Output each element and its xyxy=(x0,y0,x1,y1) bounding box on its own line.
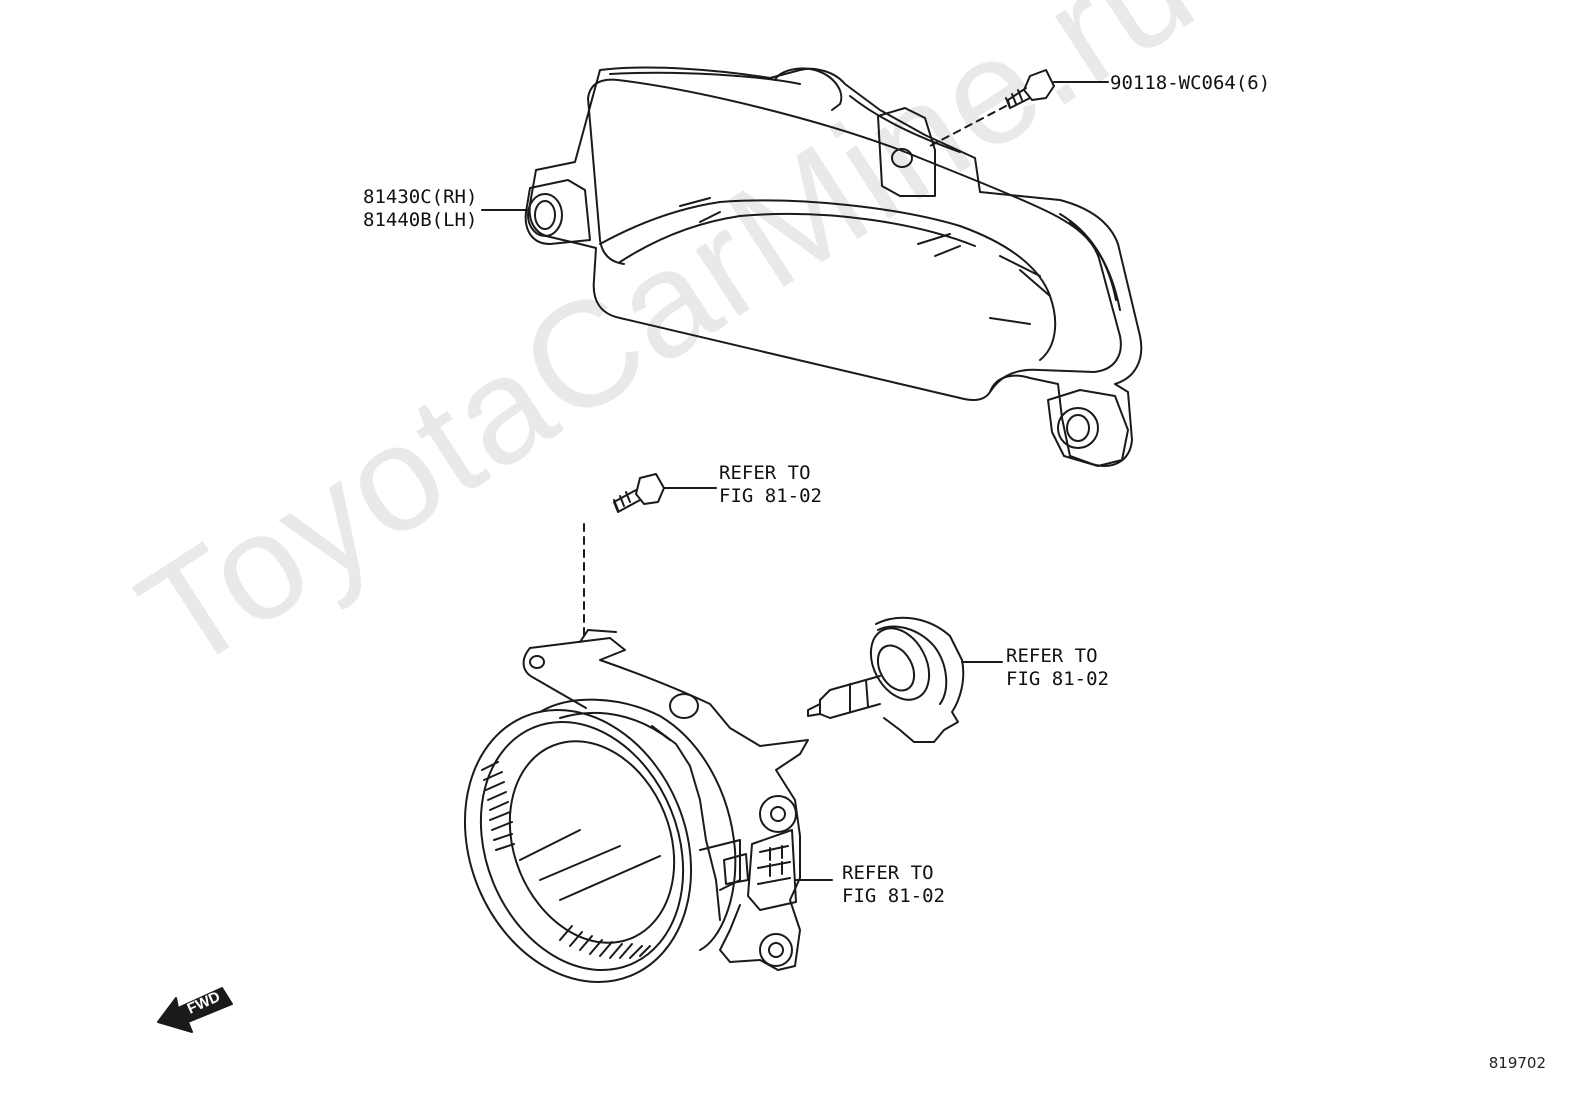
callout-connector-line2: FIG 81-02 xyxy=(842,885,945,907)
callout-housing-part-numbers: 81430C(RH) 81440B(LH) xyxy=(363,186,477,232)
halogen-bulb-part xyxy=(807,616,965,743)
bolt-upper-install-line xyxy=(929,105,1007,147)
callout-bolt-lower-line2: FIG 81-02 xyxy=(719,485,822,507)
callout-bulb: REFER TO FIG 81-02 xyxy=(1006,645,1109,691)
callout-bolt-lower-line1: REFER TO xyxy=(719,462,811,484)
callout-bolt-lower: REFER TO FIG 81-02 xyxy=(719,462,822,508)
callout-housing-rh: 81430C(RH) xyxy=(363,186,478,208)
callout-bolt-top: 90118-WC064(6) xyxy=(1110,72,1271,94)
callout-connector-line1: REFER TO xyxy=(842,862,934,884)
figure-number: 819702 xyxy=(1488,1054,1546,1072)
callout-bulb-line2: FIG 81-02 xyxy=(1006,668,1109,690)
bolt-upper-part xyxy=(1005,69,1055,109)
callout-housing-lh: 81440B(LH) xyxy=(363,209,478,231)
callout-connector: REFER TO FIG 81-02 xyxy=(842,862,945,908)
fwd-direction-arrow: FWD xyxy=(157,987,233,1033)
fog-lamp-assembly-part xyxy=(463,629,809,983)
fog-lamp-cover-part xyxy=(524,66,1143,467)
bolt-lower-part xyxy=(613,473,665,513)
callout-bulb-line1: REFER TO xyxy=(1006,645,1098,667)
